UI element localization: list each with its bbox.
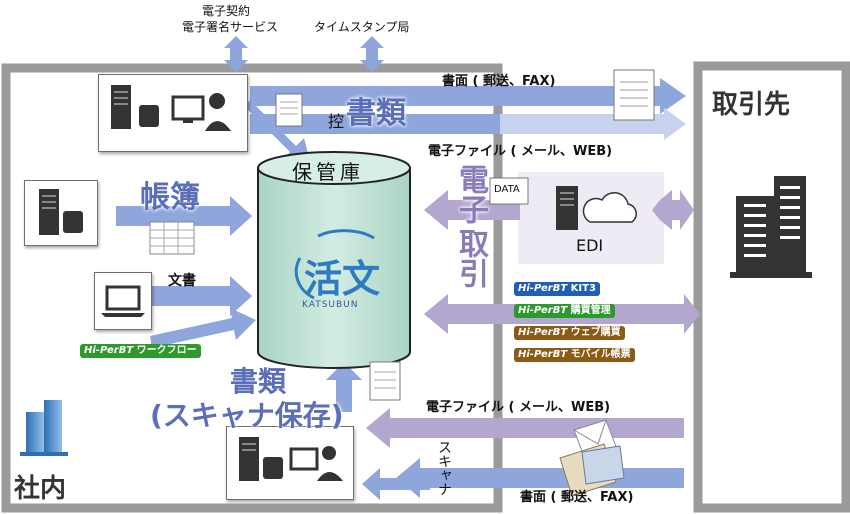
- workflow-label: ワークフロー: [136, 345, 197, 356]
- edi-partner-arrow: [652, 190, 694, 230]
- brand-logo: Hi-PerBT: [518, 283, 568, 294]
- katsubun-logo-swoosh: [294, 229, 375, 300]
- katsubun-logo-sub: KATSUBUN: [302, 300, 359, 310]
- sender-workstation: [98, 74, 248, 152]
- scan-docs-label-1: 書類: [230, 365, 287, 398]
- hikae-label: 控: [328, 112, 345, 131]
- edi-label: EDI: [576, 236, 604, 255]
- product-mobile-form: Hi-PerBT モバイル帳票: [514, 348, 635, 362]
- company-label: 社内: [14, 474, 67, 504]
- brand-logo: Hi-PerBT: [518, 305, 568, 316]
- workstation-icon: [111, 85, 231, 131]
- hikae-arrow: [244, 100, 312, 168]
- docs-big-label: 書類: [346, 96, 406, 131]
- katsubun-logo: 活文: [304, 257, 381, 301]
- product-purchase: Hi-PerBT 購買管理: [514, 304, 615, 318]
- scanner-arrow: [362, 468, 430, 500]
- data-tag-label: DATA: [494, 184, 520, 195]
- edi-server-icon: [556, 186, 578, 230]
- scan-workstation: [226, 426, 354, 500]
- timestamp-arrow: [360, 36, 384, 72]
- mobile-form-label: モバイル帳票: [570, 349, 631, 360]
- doc-icon-top: [613, 69, 655, 121]
- ledger-server: [24, 180, 98, 246]
- signature-service-arrow: [224, 36, 248, 72]
- brand-logo: Hi-PerBT: [518, 349, 568, 360]
- product-kit3: Hi-PerBT KIT3: [514, 282, 600, 296]
- storage-label: 保管庫: [292, 160, 364, 184]
- scan-up-arrow: [326, 362, 362, 412]
- efile-in-label: 電子ファイル ( メール、WEB): [426, 400, 611, 415]
- paper-out-arrow: [250, 78, 686, 114]
- bunsho-arrow: [152, 276, 252, 316]
- doc-icon-scan: [369, 361, 401, 401]
- timestamp-label: タイムスタンプ局: [314, 20, 410, 34]
- workflow-arrow: [150, 308, 256, 348]
- signature-service-label-1: 電子契約: [202, 4, 251, 18]
- efile-out-arrow: [250, 108, 686, 140]
- signature-service-label-2: 電子署名サービス: [182, 20, 279, 34]
- product-workflow: Hi-PerBT ワークフロー: [80, 344, 201, 358]
- web-purchase-label: ウェブ購買: [570, 327, 621, 338]
- kit3-label: KIT3: [570, 283, 596, 294]
- doc-icon-hikae: [275, 93, 303, 127]
- ledger-server-icon: [39, 189, 83, 235]
- scan-workstation-icon: [239, 437, 343, 481]
- data-tag-icon: [489, 177, 529, 205]
- edi-cloud-icon: [582, 192, 637, 223]
- partner-label: 取引先: [712, 90, 791, 120]
- scan-docs-label-2: (スキャナ保存): [150, 399, 344, 432]
- company-building-icon: [20, 400, 68, 456]
- product-web-purchase: Hi-PerBT ウェブ購買: [514, 326, 625, 340]
- partner-building-icon: [730, 176, 812, 278]
- ebiz-label-2: 取引: [453, 228, 488, 288]
- storage-cylinder: [257, 151, 411, 369]
- laptop-icon: [101, 285, 145, 317]
- paper-out-label: 書面 ( 郵送、FAX): [442, 74, 556, 89]
- ledger-label: 帳簿: [140, 180, 200, 215]
- laptop-panel: [94, 272, 152, 330]
- efile-out-label: 電子ファイル ( メール、WEB): [428, 144, 613, 159]
- bunsho-label: 文書: [168, 273, 196, 289]
- scan-vertical-label: スキャナ: [436, 440, 452, 496]
- envelope-icon-mail: [559, 443, 625, 497]
- brand-logo: Hi-PerBT: [518, 327, 568, 338]
- spreadsheet-icon: [149, 221, 195, 255]
- purchase-label: 購買管理: [570, 305, 611, 316]
- company-frame: [1, 63, 503, 513]
- partner-frame: [693, 61, 850, 513]
- ebiz-label-1: 電子: [453, 164, 488, 224]
- paper-in-label: 書面 ( 郵送、FAX): [520, 490, 634, 505]
- brand-logo: Hi-PerBT: [84, 345, 134, 356]
